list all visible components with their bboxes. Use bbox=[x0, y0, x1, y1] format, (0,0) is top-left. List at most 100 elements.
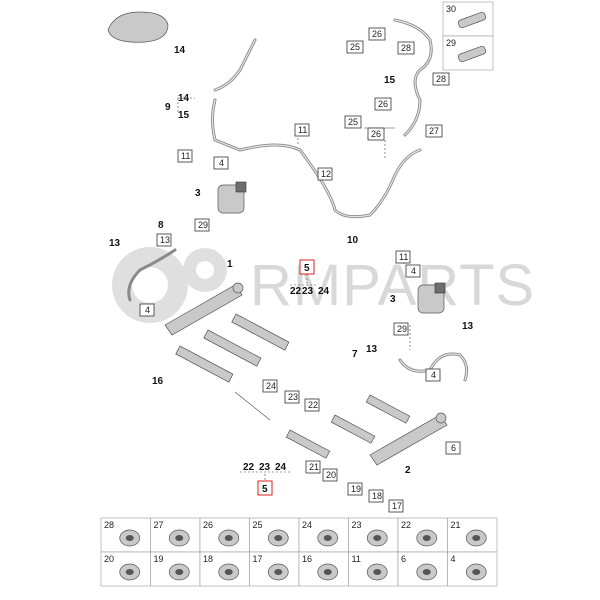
tube-icon-30 bbox=[457, 11, 487, 29]
callout-4: 4 bbox=[431, 370, 436, 380]
callout-23: 23 bbox=[259, 462, 271, 473]
callout-13: 13 bbox=[109, 238, 121, 249]
part-11-hole bbox=[373, 569, 382, 575]
callout-14: 14 bbox=[174, 45, 186, 56]
callout-7: 7 bbox=[352, 349, 358, 360]
callout-13: 13 bbox=[160, 235, 170, 245]
callout-15: 15 bbox=[384, 75, 396, 86]
part-20-hole bbox=[125, 569, 134, 575]
fuel-rail-right bbox=[369, 412, 448, 466]
parts-grid-label: 28 bbox=[104, 520, 114, 530]
parts-grid-label: 22 bbox=[401, 520, 411, 530]
inset-parts-30-29: 30 29 bbox=[442, 1, 494, 71]
part-4-hole bbox=[472, 569, 481, 575]
callout-11: 11 bbox=[298, 125, 307, 135]
callout-24: 24 bbox=[318, 286, 330, 297]
parts-grid-label: 19 bbox=[154, 554, 164, 564]
parts-grid-label: 20 bbox=[104, 554, 114, 564]
callout-4: 4 bbox=[411, 266, 416, 276]
callout-24: 24 bbox=[266, 381, 276, 391]
callout-22: 22 bbox=[308, 400, 318, 410]
callouts: 11 4 11 12 29 13 4 5 24 23 22 25 26 28 2… bbox=[109, 27, 474, 513]
cover-cap bbox=[107, 11, 169, 43]
callout-28: 28 bbox=[436, 74, 446, 84]
parts-grid-label: 17 bbox=[253, 554, 263, 564]
parts-grid-label: 23 bbox=[352, 520, 362, 530]
callout-23: 23 bbox=[288, 392, 298, 402]
callout-8: 8 bbox=[158, 220, 164, 231]
callout-6: 6 bbox=[451, 443, 456, 453]
part-19-hole bbox=[175, 569, 184, 575]
parts-grid-label: 4 bbox=[451, 554, 456, 564]
callout-28: 28 bbox=[401, 43, 411, 53]
callout-29: 29 bbox=[397, 324, 407, 334]
callout-29: 29 bbox=[198, 220, 208, 230]
callout-11: 11 bbox=[399, 252, 408, 262]
callout-26: 26 bbox=[378, 99, 388, 109]
callout-3: 3 bbox=[195, 188, 201, 199]
tube-icon-29 bbox=[457, 45, 487, 63]
part-26-hole bbox=[224, 535, 233, 541]
parts-grid-label: 24 bbox=[302, 520, 312, 530]
parts-grid-label: 27 bbox=[154, 520, 164, 530]
callout-26: 26 bbox=[371, 129, 381, 139]
part-22-hole bbox=[422, 535, 431, 541]
callout-11: 11 bbox=[181, 151, 190, 161]
callout-5-highlighted: 5 bbox=[262, 484, 268, 495]
part-6-hole bbox=[422, 569, 431, 575]
part-23-hole bbox=[373, 535, 382, 541]
callout-1: 1 bbox=[227, 259, 233, 270]
callout-12: 12 bbox=[321, 169, 331, 179]
callout-13: 13 bbox=[462, 321, 474, 332]
callout-22: 22 bbox=[243, 462, 255, 473]
part-28-hole bbox=[125, 535, 134, 541]
parts-grid-label: 11 bbox=[352, 554, 361, 564]
callout-10: 10 bbox=[347, 235, 359, 246]
inset-label-30: 30 bbox=[446, 4, 456, 14]
callout-9: 9 bbox=[165, 102, 171, 113]
callout-25: 25 bbox=[350, 42, 360, 52]
part-17-hole bbox=[274, 569, 283, 575]
fuel-pump-left bbox=[217, 181, 247, 214]
callout-24: 24 bbox=[275, 462, 287, 473]
callout-17: 17 bbox=[392, 501, 402, 511]
callout-5-highlighted: 5 bbox=[304, 263, 310, 274]
callout-20: 20 bbox=[326, 470, 336, 480]
callout-23: 23 bbox=[302, 286, 314, 297]
callout-3: 3 bbox=[390, 294, 396, 305]
part-21-hole bbox=[472, 535, 481, 541]
part-25-hole bbox=[274, 535, 283, 541]
callout-13: 13 bbox=[366, 344, 378, 355]
callout-21: 21 bbox=[309, 462, 319, 472]
callout-14: 14 bbox=[178, 93, 190, 104]
callout-19: 19 bbox=[351, 484, 361, 494]
part-24-hole bbox=[323, 535, 332, 541]
parts-grid-cell[interactable] bbox=[298, 551, 349, 587]
callout-2: 2 bbox=[405, 465, 411, 476]
parts-grid-label: 16 bbox=[302, 554, 312, 564]
fuel-pump-right bbox=[417, 282, 446, 314]
callout-15: 15 bbox=[178, 110, 190, 121]
callout-22: 22 bbox=[290, 286, 302, 297]
parts-grid-label: 18 bbox=[203, 554, 213, 564]
callout-18: 18 bbox=[372, 491, 382, 501]
watermark-text: RMPARTS bbox=[250, 253, 535, 318]
parts-grid-label: 25 bbox=[253, 520, 263, 530]
callout-25: 25 bbox=[348, 117, 358, 127]
callout-16: 16 bbox=[152, 376, 164, 387]
inset-label-29: 29 bbox=[446, 38, 456, 48]
watermark: RMPARTS bbox=[112, 247, 535, 323]
callout-4: 4 bbox=[145, 305, 150, 315]
fuel-rail-left bbox=[164, 282, 244, 336]
parts-grid-label: 21 bbox=[451, 520, 461, 530]
part-27-hole bbox=[175, 535, 184, 541]
callout-27: 27 bbox=[429, 126, 439, 136]
callout-26: 26 bbox=[372, 29, 382, 39]
part-16-hole bbox=[323, 569, 332, 575]
callout-4: 4 bbox=[219, 158, 224, 168]
fuel-pipes bbox=[127, 18, 469, 382]
parts-grid-label: 26 bbox=[203, 520, 213, 530]
part-18-hole bbox=[224, 569, 233, 575]
